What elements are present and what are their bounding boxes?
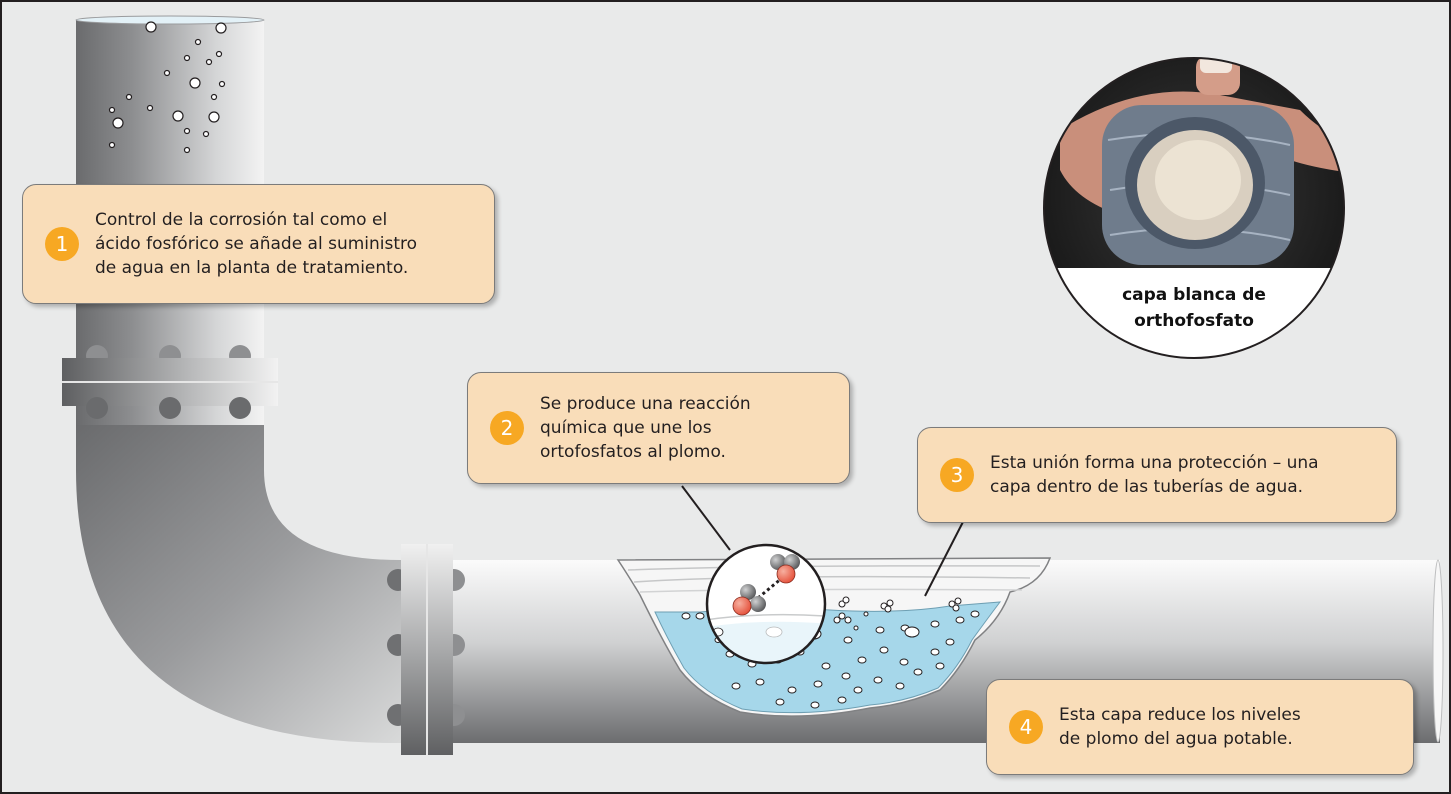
callout-step-4: 4 Esta capa reduce los niveles de plomo … [986, 679, 1414, 775]
step-3-badge: 3 [940, 458, 974, 492]
step-1-text: Control de la corrosión tal como el ácid… [95, 210, 418, 278]
bubbles [108, 21, 227, 154]
step-4-badge: 4 [1009, 710, 1043, 744]
callout-step-2: 2 Se produce una reacción química que un… [467, 372, 850, 484]
step-2-text: Se produce una reacción química que une … [540, 394, 751, 462]
step-2-badge: 2 [490, 411, 524, 445]
horizontal-flange [387, 544, 465, 755]
vertical-flange [62, 345, 278, 419]
pipe-opening [75, 15, 265, 25]
molecule-atoms [732, 554, 800, 616]
step-1-badge: 1 [45, 227, 79, 261]
photo-caption: capa blanca de orthofosfato [1122, 285, 1266, 331]
step-3-text: Esta unión forma una protección – una ca… [990, 453, 1319, 497]
orthophosphate-photo [1043, 57, 1345, 359]
step-4-text: Esta capa reduce los niveles de plomo de… [1059, 705, 1301, 749]
pipe-elbow [76, 425, 420, 743]
callout-step-1: 1 Control de la corrosión tal como el ác… [22, 184, 495, 304]
leader-line-2 [681, 485, 731, 551]
leader-line-3 [924, 517, 966, 597]
callout-step-3: 3 Esta unión forma una protección – una … [917, 427, 1397, 523]
